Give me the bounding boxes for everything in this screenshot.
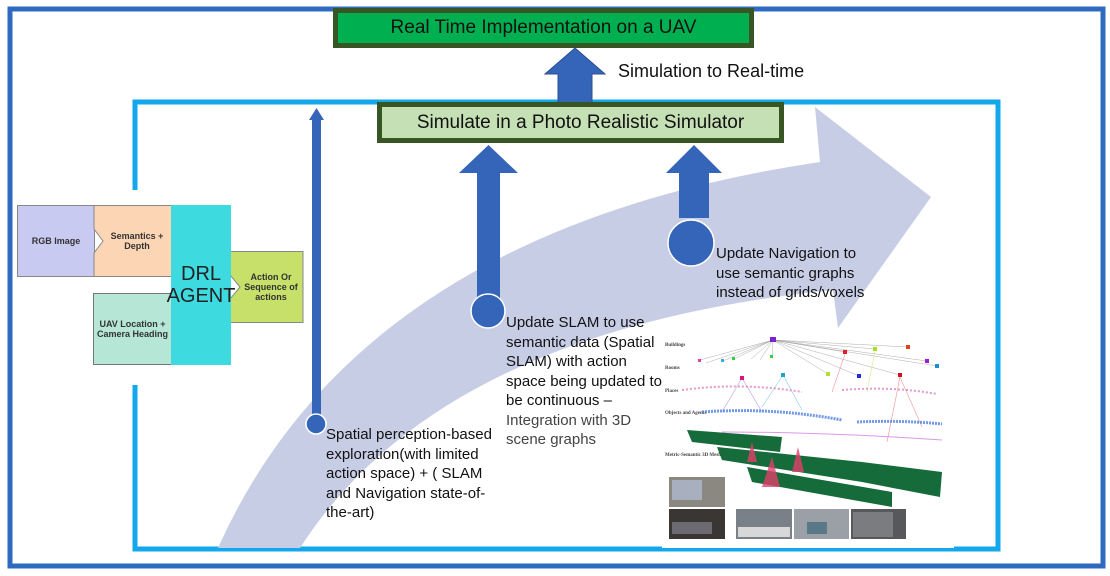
drl-agent-block: RGB Image Semantics + Depth UAV Location…: [17, 205, 307, 367]
graph-nodes: [698, 337, 939, 380]
semantics-depth-label: Semantics + Depth: [110, 231, 164, 251]
mesh-layer: [687, 430, 942, 507]
layer-label-places: Places: [665, 389, 678, 394]
layer-label-rooms: Rooms: [665, 366, 680, 371]
stage-2-text-main: Update SLAM to use semantic data (Spatia…: [506, 314, 662, 409]
uav-location-box: UAV Location + Camera Heading: [93, 293, 172, 365]
semantics-depth-box: Semantics + Depth: [101, 205, 173, 277]
real-time-uav-box: Real Time Implementation on a UAV: [333, 8, 754, 48]
uav-location-label: UAV Location + Camera Heading: [96, 319, 169, 339]
stage-1-text: Spatial perception-based exploration(wit…: [326, 426, 492, 521]
sim-to-real-label: Simulation to Real-time: [618, 61, 805, 81]
action-box: Action Or Sequence of actions: [239, 251, 303, 323]
stage-2-text-secondary: Integration with 3D scene graphs: [506, 411, 632, 449]
simulator-box: Simulate in a Photo Realistic Simulator: [377, 102, 784, 143]
real-time-uav-label: Real Time Implementation on a UAV: [390, 17, 697, 38]
graph-colored-edges: [721, 350, 923, 443]
photo-thumbnails: [669, 477, 906, 539]
simulator-label: Simulate in a Photo Realistic Simulator: [416, 111, 745, 133]
layer-label-buildings: Buildings: [665, 343, 685, 348]
3d-scene-graph-figure: Buildings Rooms Places Objects and Agent…: [662, 332, 954, 548]
drl-agent-box: DRL AGENT: [167, 205, 235, 365]
places-layer: [681, 385, 943, 441]
graph-edges: [699, 339, 938, 377]
action-shape: [230, 251, 304, 323]
rgb-image-box: RGB Image: [17, 205, 95, 277]
stage-3-text: Update Navigation to use semantic graphs…: [716, 245, 865, 301]
stage-2-text: Update SLAM to use semantic data (Spatia…: [506, 313, 666, 450]
rgb-image-label: RGB Image: [31, 236, 81, 246]
layer-label-objects-agents: Objects and Agents: [665, 411, 706, 416]
layer-label-mesh: Metric-Semantic 3D Mesh: [665, 453, 721, 458]
drl-agent-label: DRL AGENT: [166, 263, 236, 307]
mesh-objects: [747, 442, 804, 487]
curved-progress-arrow: [218, 107, 931, 548]
sim-to-real-arrow-icon: [543, 47, 607, 104]
action-label: Action Or Sequence of actions: [244, 272, 298, 302]
